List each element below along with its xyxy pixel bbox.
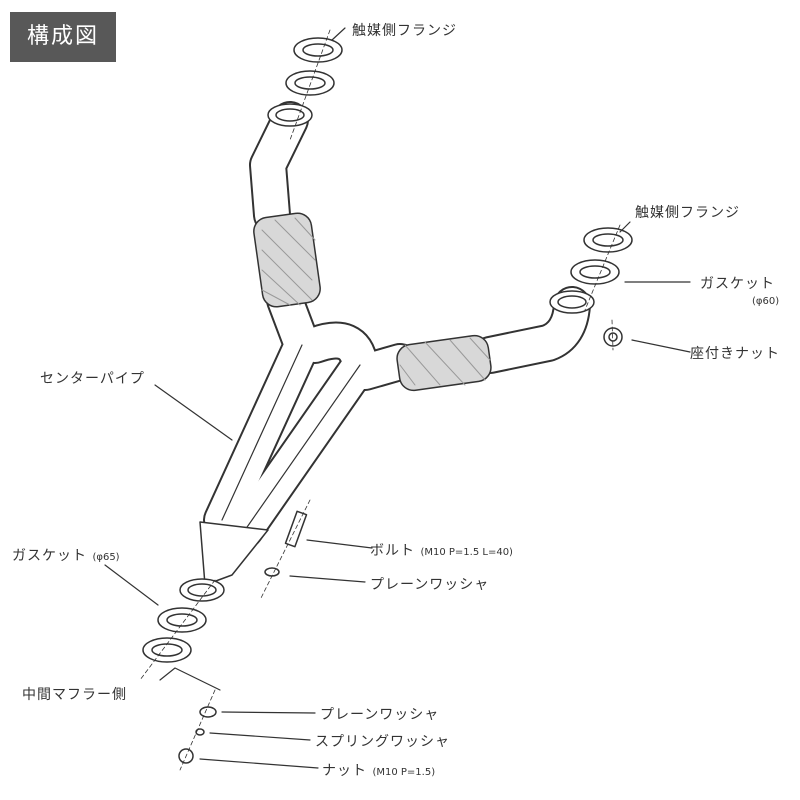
flex-joint-left [253, 212, 321, 308]
label-bolt-spec: (M10 P=1.5 L=40) [420, 547, 513, 558]
leader-lines [104, 27, 691, 769]
gasket-bottom [157, 607, 207, 633]
label-cat-flange-top: 触媒側フランジ [352, 23, 457, 39]
plain-washer-upper [264, 567, 280, 577]
label-plain-washer-upper: プレーンワッシャ [370, 577, 490, 593]
label-seat-nut: 座付きナット [690, 346, 780, 362]
label-cat-flange-right: 触媒側フランジ [635, 205, 740, 221]
label-gasket-60-size: (φ60) [752, 296, 780, 307]
flange-top-1 [293, 37, 343, 63]
seat-nut [603, 327, 623, 347]
flange-bottom-pipe [179, 578, 225, 602]
label-center-pipe: センターパイプ [40, 371, 145, 387]
collector [199, 521, 269, 586]
flex-joint-right [396, 334, 492, 392]
spring-washer [195, 728, 205, 736]
label-nut-spec: (M10 P=1.5) [372, 767, 436, 778]
label-plain-washer-lower: プレーンワッシャ [320, 707, 440, 723]
flange-right-pipe [549, 290, 595, 314]
plain-washer-lower [199, 706, 217, 718]
flange-top-pipe [267, 103, 313, 127]
label-gasket-65: ガスケット (φ65) [12, 548, 120, 564]
label-spring-washer: スプリングワッシャ [315, 734, 450, 750]
gasket-top [285, 70, 335, 96]
label-mid-muffler-side: 中間マフラー側 [22, 687, 127, 703]
label-gasket-65-size: (φ65) [92, 552, 120, 563]
diagram-title: 構成図 [10, 12, 116, 62]
label-nut: ナット (M10 P=1.5) [322, 763, 436, 779]
label-bolt: ボルト (M10 P=1.5 L=40) [370, 543, 513, 559]
gasket-right [570, 259, 620, 285]
bolt [284, 510, 308, 548]
flange-right-1 [583, 227, 633, 253]
label-gasket-60: ガスケット [700, 276, 775, 292]
flange-bottom [142, 637, 192, 663]
